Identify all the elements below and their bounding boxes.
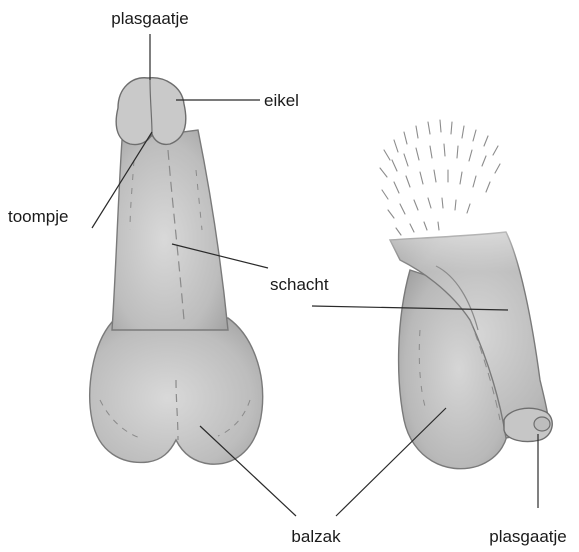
front-view-illustration — [90, 78, 263, 464]
label-plasgaatje-top: plasgaatje — [111, 9, 189, 28]
label-schacht: schacht — [270, 275, 329, 294]
label-toompje: toompje — [8, 207, 68, 226]
label-plasgaatje-bottom: plasgaatje — [489, 527, 567, 546]
leader-balzak-side — [336, 408, 446, 516]
front-scrotum-shape — [90, 318, 263, 464]
front-shaft-shape — [112, 130, 228, 330]
label-eikel: eikel — [264, 91, 299, 110]
label-balzak: balzak — [291, 527, 341, 546]
side-view-illustration — [370, 112, 552, 469]
